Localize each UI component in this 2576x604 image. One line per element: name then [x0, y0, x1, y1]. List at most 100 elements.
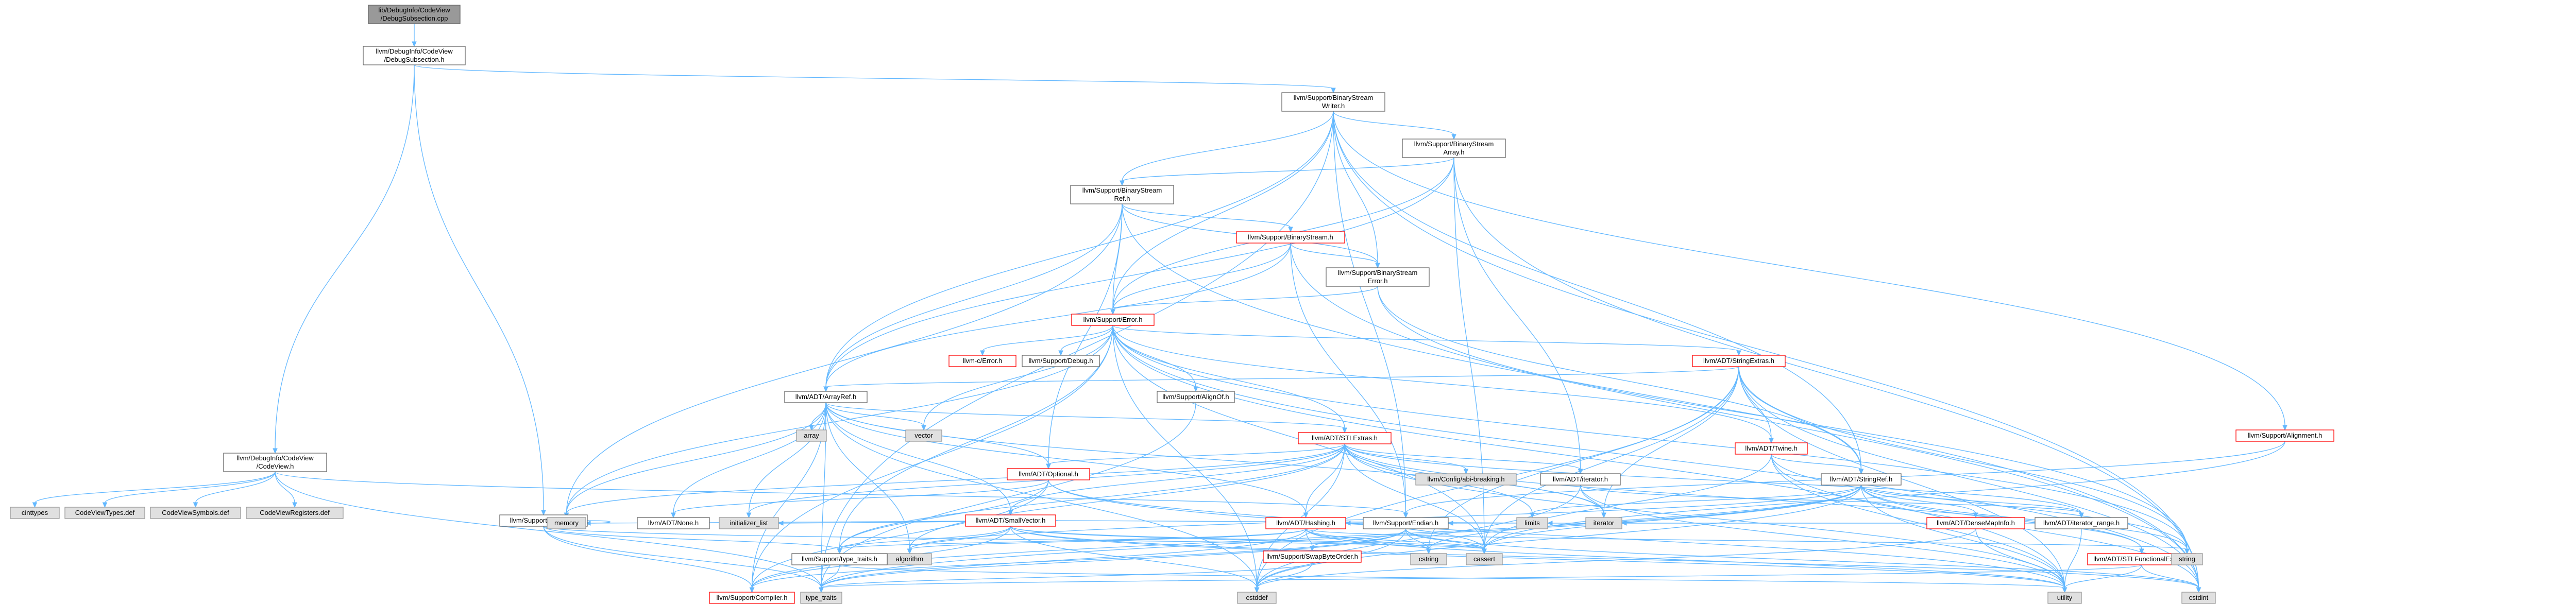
include-edge [825, 402, 926, 431]
node-label: Error.h [1367, 277, 1387, 285]
include-edge [193, 471, 276, 508]
node-label: llvm/Support/Alignment.h [2248, 432, 2323, 439]
node-llvm-adt-stlfunctionalextras-h[interactable]: llvm/ADT/STLFunctionalExtras.h [2087, 553, 2196, 565]
include-edge [1405, 528, 1487, 555]
node-label: /DebugSubsection.cpp [381, 14, 448, 22]
node-llvm-adt-arrayref-h[interactable]: llvm/ADT/ArrayRef.h [784, 391, 868, 403]
node-llvm-adt-stringextras-h[interactable]: llvm/ADT/StringExtras.h [1692, 355, 1786, 367]
node-label: lib/DebugInfo/CodeView [378, 6, 450, 14]
include-edge [1405, 528, 1431, 555]
include-edge [825, 402, 1013, 516]
node-label: CodeViewSymbols.def [162, 509, 229, 516]
node-label: llvm/ADT/Twine.h [1745, 444, 1797, 452]
include-edge [1344, 443, 1583, 475]
include-edge [564, 443, 1345, 519]
node-label: llvm/Support/type_traits.h [802, 555, 877, 563]
node-llvm-support-error-h[interactable]: llvm/Support/Error.h [1071, 314, 1155, 326]
node-label: llvm/DebugInfo/CodeView [376, 47, 453, 55]
node-limits: limits [1516, 517, 1548, 529]
node-cstdint: cstdint [2181, 592, 2216, 604]
node-array: array [796, 429, 827, 442]
include-edge [921, 325, 1113, 431]
node-llvm-adt-iterator-range-h[interactable]: llvm/ADT/iterator_range.h [2035, 517, 2128, 529]
node-label: llvm/Support/BinaryStream [1338, 269, 1418, 277]
include-edge [1110, 286, 1378, 315]
node-llvm-config-abi-breaking-h: llvm/Config/abi-breaking.h [1415, 473, 1517, 486]
node-llvm-adt-densemapinfo-h[interactable]: llvm/ADT/DenseMapInfo.h [1926, 517, 2025, 529]
node-label: utility [2057, 594, 2073, 601]
node-llvm-adt-twine-h[interactable]: llvm/ADT/Twine.h [1735, 442, 1808, 455]
node-llvm-support-compiler-h[interactable]: llvm/Support/Compiler.h [709, 592, 795, 604]
node-label: llvm/ADT/StringExtras.h [1703, 357, 1774, 365]
node-llvm-debuginfo-codeview-debugsubsection-h[interactable]: llvm/DebugInfo/CodeView/DebugSubsection.… [363, 46, 466, 65]
node-label: llvm/ADT/STLExtras.h [1312, 434, 1378, 442]
include-edge [1305, 528, 2190, 555]
node-label: llvm/ADT/iterator_range.h [2043, 519, 2120, 527]
node-llvm-adt-none-h[interactable]: llvm/ADT/None.h [637, 517, 710, 529]
node-llvm-adt-optional-h[interactable]: llvm/ADT/Optional.h [1007, 468, 1090, 480]
include-edge [543, 526, 842, 555]
node-label: llvm/Support/Error.h [1083, 316, 1143, 323]
node-label: vector [914, 432, 933, 439]
node-label: type_traits [806, 594, 837, 601]
node-type-traits: type_traits [800, 592, 842, 604]
node-cstddef: cstddef [1237, 592, 1277, 604]
node-llvm-support-binarystream-h[interactable]: llvm/Support/BinaryStream.h [1236, 231, 1345, 244]
include-edge [823, 366, 1739, 392]
include-edge [1333, 111, 1456, 140]
include-edge [823, 243, 1291, 392]
include-edge [1122, 203, 1293, 233]
include-edge [1333, 111, 1409, 519]
include-edge [1112, 325, 1198, 392]
node-llvm-c-error-h[interactable]: llvm-c/Error.h [948, 355, 1016, 367]
file-nodes: lib/DebugInfo/CodeView/DebugSubsection.c… [10, 5, 2334, 604]
node-label: llvm/Support/Compiler.h [717, 594, 788, 601]
node-llvm-support-alignof-h[interactable]: llvm/Support/AlignOf.h [1157, 391, 1235, 403]
node-lib-debuginfo-codeview-debugsubsection-cpp[interactable]: lib/DebugInfo/CodeView/DebugSubsection.c… [368, 5, 461, 24]
include-edge [819, 564, 2142, 593]
node-llvm-debuginfo-codeview-codeview-h[interactable]: llvm/DebugInfo/CodeView/CodeView.h [223, 453, 327, 472]
include-edge [1530, 485, 1862, 519]
include-edge [825, 402, 1309, 519]
node-label: llvm/Support/AlignOf.h [1162, 393, 1229, 401]
node-label: llvm/ADT/STLFunctionalExtras.h [2093, 555, 2190, 563]
node-llvm-support-type-traits-h[interactable]: llvm/Support/type_traits.h [791, 553, 888, 565]
include-edge [275, 471, 1409, 519]
include-edge [1254, 528, 1976, 593]
node-llvm-support-endian-h[interactable]: llvm/Support/Endian.h [1363, 517, 1449, 529]
node-llvm-adt-hashing-h[interactable]: llvm/ADT/Hashing.h [1265, 517, 1346, 529]
node-utility: utility [2047, 592, 2082, 604]
include-edge [980, 325, 1113, 356]
node-llvm-adt-stlextras-h[interactable]: llvm/ADT/STLExtras.h [1298, 432, 1392, 444]
include-edge [1426, 366, 1739, 555]
node-llvm-support-swapbyteorder-h[interactable]: llvm/Support/SwapByteOrder.h [1263, 550, 1362, 563]
node-label: CodeViewTypes.def [75, 509, 135, 516]
include-edge [414, 64, 1336, 94]
node-label: llvm/DebugInfo/CodeView [236, 454, 314, 462]
include-edge [825, 402, 1606, 519]
include-edge [1333, 111, 1380, 269]
node-llvm-support-alignment-h[interactable]: llvm/Support/Alignment.h [2235, 429, 2334, 442]
node-label: algorithm [896, 555, 923, 563]
node-label: llvm/ADT/StringRef.h [1830, 475, 1892, 483]
node-label: cinttypes [22, 509, 48, 516]
include-edge [1058, 325, 1113, 356]
node-vector: vector [905, 429, 942, 442]
node-label: memory [554, 519, 579, 527]
include-edge [825, 402, 1347, 434]
node-llvm-adt-stringref-h[interactable]: llvm/ADT/StringRef.h [1821, 473, 1902, 486]
include-edge [837, 526, 1011, 555]
node-llvm-adt-smallvector-h[interactable]: llvm/ADT/SmallVector.h [965, 514, 1056, 527]
node-codeviewtypes-def: CodeViewTypes.def [64, 507, 145, 519]
include-edge [32, 471, 276, 508]
include-edge [1110, 111, 1334, 315]
node-label: llvm/Support/BinaryStream [1294, 94, 1374, 101]
node-llvm-adt-iterator-h[interactable]: llvm/ADT/iterator.h [1540, 473, 1621, 486]
node-label: llvm/Config/abi-breaking.h [1427, 475, 1504, 483]
node-llvm-support-debug-h[interactable]: llvm/Support/Debug.h [1022, 355, 1100, 367]
include-edge [1122, 203, 2201, 593]
